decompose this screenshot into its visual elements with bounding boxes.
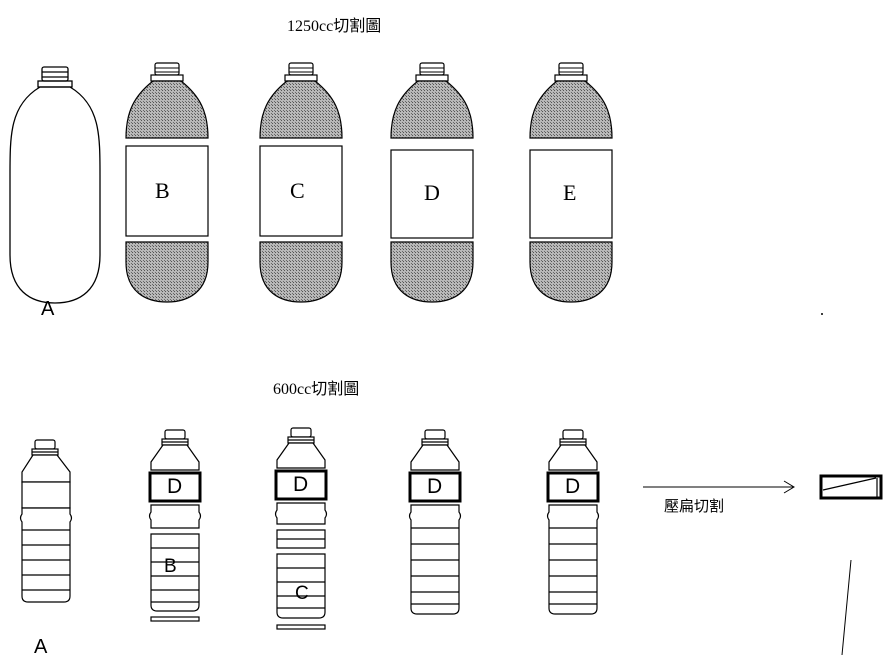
stray-dot [821, 313, 823, 315]
flattened-piece [819, 474, 883, 500]
label-1250-a: A [41, 298, 55, 320]
title-1250cc: 1250cc切割圖 [287, 18, 382, 35]
label-600-b-b: B [164, 556, 177, 577]
bottle-1250-b [125, 62, 209, 303]
bottle-600-a [19, 439, 73, 603]
label-1250-d: D [424, 180, 440, 205]
bottle-600-b [148, 429, 202, 622]
label-600-a: A [34, 636, 48, 658]
bottle-1250-e [529, 62, 613, 303]
label-1250-e: E [563, 180, 577, 205]
bottle-600-c [274, 427, 328, 630]
slant-line [841, 559, 852, 656]
label-1250-c: C [290, 178, 305, 203]
label-600-c-c: C [295, 583, 309, 604]
arrow-right-icon [643, 480, 795, 494]
bottle-600-e [546, 429, 600, 615]
label-600-c-d: D [293, 473, 309, 496]
title-600cc: 600cc切割圖 [273, 381, 360, 398]
label-600-d-d: D [427, 475, 443, 498]
bottle-1250-a [9, 66, 101, 304]
bottle-1250-d [390, 62, 474, 303]
label-1250-b: B [155, 178, 170, 203]
flatten-cut-caption: 壓扁切割 [664, 499, 725, 515]
bottle-1250-c [259, 62, 343, 303]
label-600-b-d: D [167, 475, 183, 498]
label-600-e-d: D [565, 475, 581, 498]
bottle-600-d [408, 429, 462, 615]
